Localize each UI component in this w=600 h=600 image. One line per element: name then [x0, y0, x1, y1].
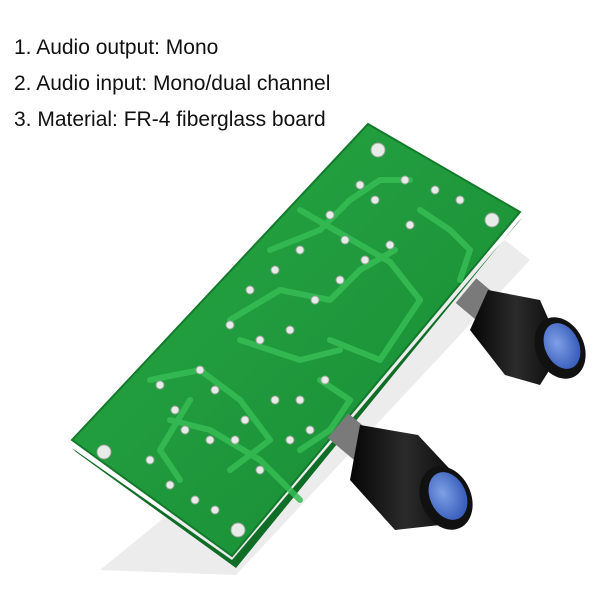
spec-item-audio-output: 1. Audio output: Mono: [14, 36, 219, 59]
spec-item-material: 3. Material: FR-4 fiberglass board: [14, 108, 326, 131]
spec-list: 1. Audio output: Mono 2. Audio input: Mo…: [14, 30, 330, 138]
solder-pads: [96, 142, 500, 538]
pcb-traces: [147, 177, 473, 503]
potentiometer-knob-front: [327, 413, 473, 530]
spec-item-audio-input: 2. Audio input: Mono/dual channel: [14, 72, 331, 95]
potentiometer-knob-rear: [455, 278, 586, 385]
pcb-board: [70, 122, 522, 558]
